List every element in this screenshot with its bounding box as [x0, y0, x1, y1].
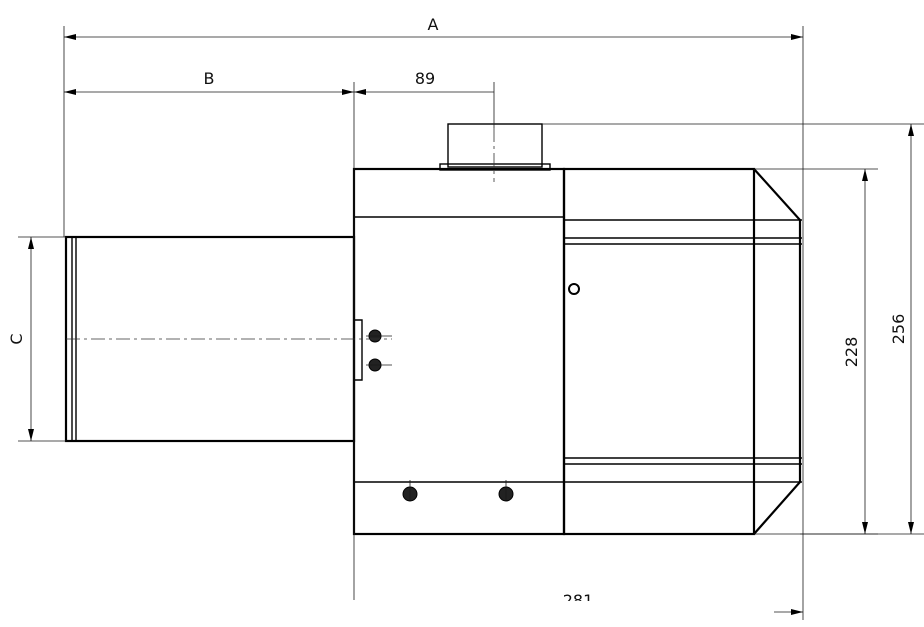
- dim-label-C: C: [7, 333, 26, 344]
- dim-label-89: 89: [415, 69, 435, 88]
- dimension-256: 256: [542, 123, 924, 535]
- blast-tube: [64, 235, 392, 443]
- dimension-C: C: [7, 236, 66, 442]
- dim-label-256: 256: [889, 314, 908, 345]
- dim-label-A: A: [428, 15, 439, 34]
- dimension-228: 228: [754, 168, 878, 535]
- dimension-A: A: [63, 15, 804, 620]
- dim-label-228: 228: [842, 337, 861, 368]
- dimension-B: B: [64, 69, 354, 95]
- rear-housing: [562, 167, 756, 536]
- screw: [568, 283, 580, 295]
- dimension-89: 89: [353, 69, 495, 600]
- dim-label-B: B: [204, 69, 215, 88]
- top-flange: [447, 123, 543, 168]
- rear-cover: [753, 168, 802, 535]
- front-housing: [352, 167, 566, 536]
- burner-body: [352, 123, 802, 536]
